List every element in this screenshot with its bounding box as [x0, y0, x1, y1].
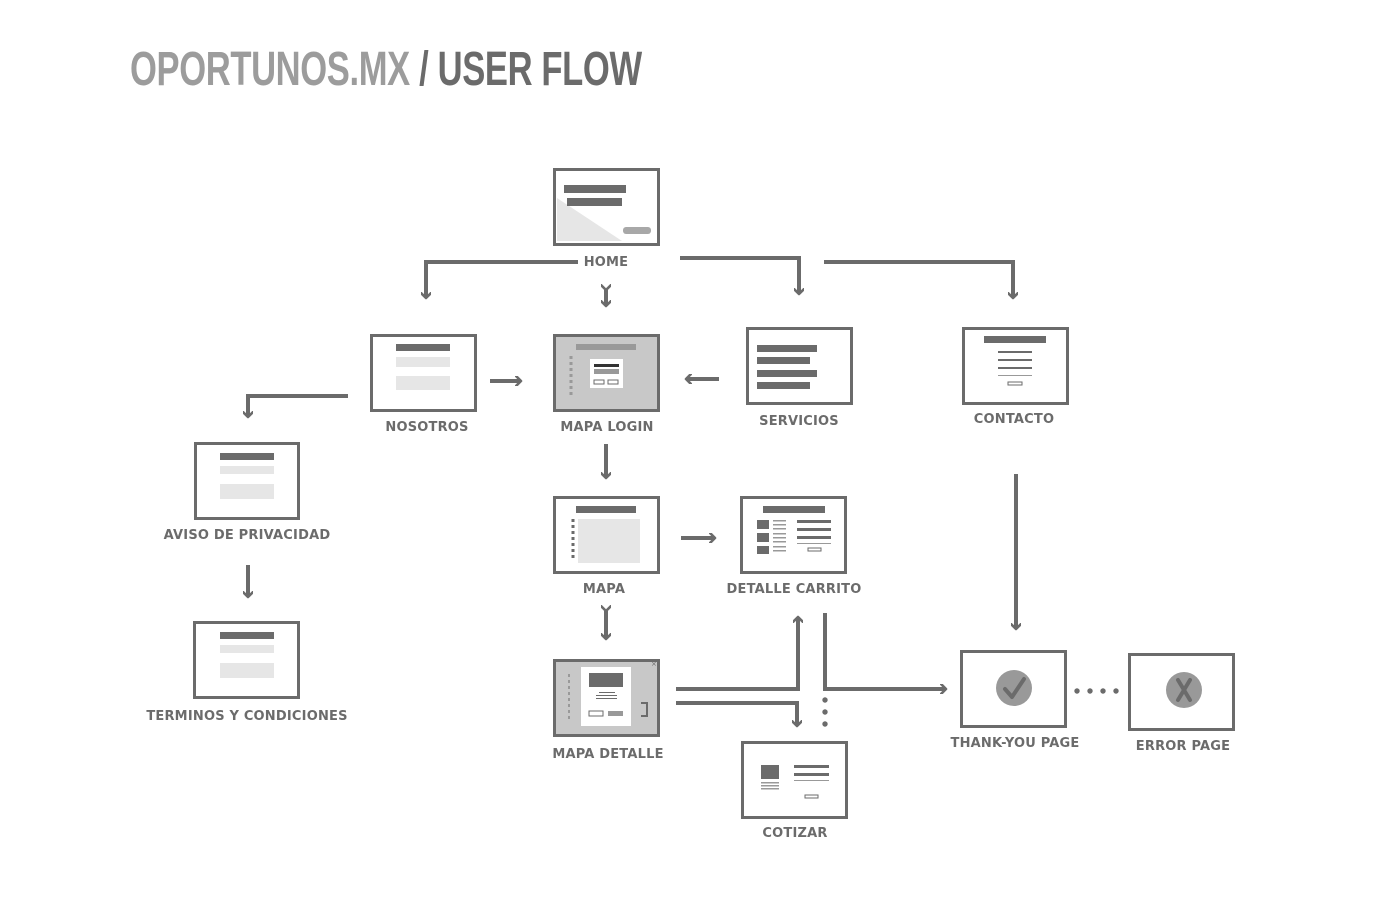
label-servicios: SERVICIOS: [759, 414, 839, 429]
arrow-home-to-nosotros: [426, 260, 578, 298]
label-home: HOME: [583, 255, 629, 270]
arrow-home-to-servicios: [680, 256, 799, 294]
screen-cotizar[interactable]: [741, 741, 848, 819]
screen-servicios[interactable]: [746, 327, 853, 405]
screen-home[interactable]: [553, 168, 660, 246]
dotted-connector-cotizar: [822, 697, 828, 727]
label-terminos-y-condiciones: TERMINOS Y CONDICIONES: [146, 709, 348, 724]
screen-mapa-login[interactable]: [553, 334, 660, 412]
label-mapa-login: MAPA LOGIN: [560, 420, 654, 435]
label-contacto: CONTACTO: [973, 412, 1055, 427]
checkmark-icon: [996, 670, 1032, 706]
arrow-mapa-detalle-to-detalle-carrito: [676, 617, 798, 691]
screen-nosotros[interactable]: [370, 334, 477, 412]
label-cotizar: COTIZAR: [762, 826, 828, 841]
screen-contacto[interactable]: [962, 327, 1069, 405]
label-aviso-de-privacidad: AVISO DE PRIVACIDAD: [163, 528, 331, 543]
title-separator: /: [419, 43, 429, 96]
arrow-home-to-contacto: [824, 260, 1013, 298]
label-error-page: ERROR PAGE: [1135, 739, 1231, 754]
close-icon: ×: [651, 660, 657, 668]
screen-mapa-detalle[interactable]: ×: [553, 659, 660, 737]
label-thank-you-page: THANK-YOU PAGE: [950, 736, 1080, 751]
label-detalle-carrito: DETALLE CARRITO: [726, 582, 862, 597]
label-mapa: MAPA: [582, 582, 626, 597]
title-text: USER FLOW: [437, 43, 642, 96]
dotted-connector-error: [1074, 688, 1119, 694]
screen-thank-you-page[interactable]: [960, 650, 1067, 728]
brand-name: OPORTUNOS.MX: [130, 43, 410, 96]
screen-error-page[interactable]: [1128, 653, 1235, 731]
label-mapa-detalle: MAPA DETALLE: [552, 747, 664, 762]
arrow-mapa-detalle-to-cotizar: [676, 701, 797, 726]
label-nosotros: NOSOTROS: [385, 420, 469, 435]
screen-aviso-de-privacidad[interactable]: [194, 442, 300, 520]
screen-mapa[interactable]: [553, 496, 660, 574]
screen-terminos-y-condiciones[interactable]: [193, 621, 300, 699]
arrow-detalle-carrito-to-thank-you: [823, 613, 946, 689]
screen-detalle-carrito[interactable]: [740, 496, 847, 574]
page-title: OPORTUNOS.MX / USER FLOW: [130, 40, 642, 100]
arrow-nosotros-to-aviso: [248, 394, 348, 417]
